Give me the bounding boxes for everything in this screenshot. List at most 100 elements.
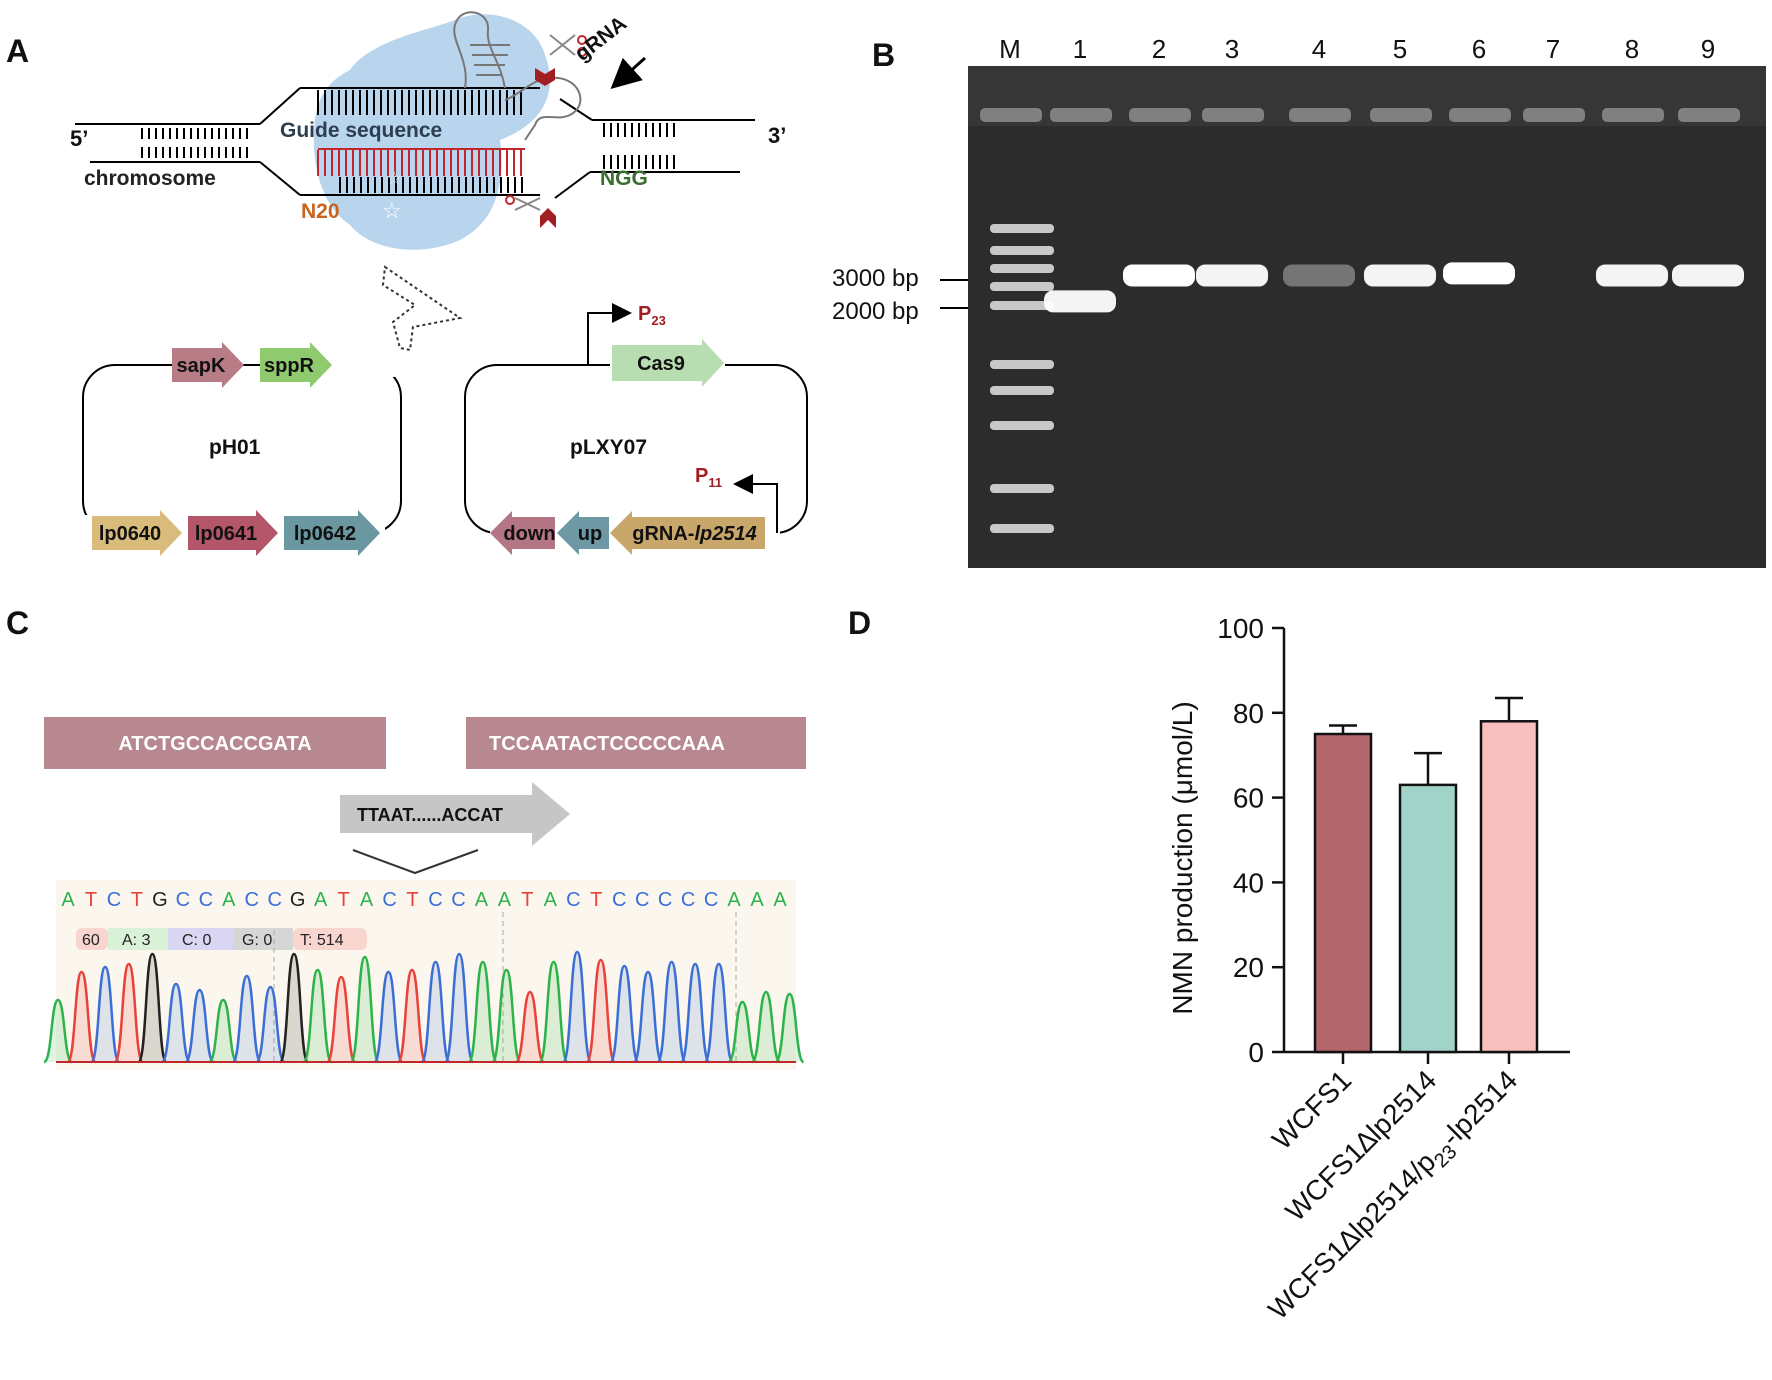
base-call: C — [658, 889, 672, 911]
chart-bars — [1313, 696, 1539, 1054]
panel-label-b: B — [872, 37, 895, 73]
gene-sapk-arrow — [172, 342, 244, 388]
grna-label: gRNA — [571, 12, 631, 66]
base-call: A — [475, 889, 489, 911]
gene-lp0642-arrow — [284, 510, 380, 556]
y-tick-label: 40 — [1233, 867, 1264, 898]
dna-base-pairs-left — [141, 128, 248, 158]
base-call: C — [681, 889, 695, 911]
gene-down-label: down — [503, 523, 555, 545]
base-call: A — [727, 889, 741, 911]
gel-image — [968, 66, 1766, 568]
grna-scaffold — [453, 11, 582, 141]
chromatogram-peak — [66, 970, 97, 1064]
gene-cas9-label: Cas9 — [637, 353, 685, 375]
dna-right-duplex — [554, 98, 755, 199]
gene-sppr-label: sppR — [264, 355, 315, 377]
gene-up-label: up — [578, 523, 602, 545]
ladder-band — [990, 484, 1054, 493]
chromatogram-peak — [420, 960, 451, 1064]
lane-label-7: 7 — [1546, 34, 1560, 64]
y-tick-label: 80 — [1233, 698, 1264, 729]
chromatogram-peaks — [42, 950, 805, 1064]
info-position: 60 — [82, 932, 100, 949]
bar-2 — [1479, 720, 1539, 1054]
chromatogram-peak — [750, 990, 782, 1064]
star-icon-faint: ☆ — [386, 168, 402, 188]
bar-0 — [1313, 732, 1373, 1054]
guide-rna-base-pairs — [317, 150, 522, 176]
base-call: A — [750, 889, 764, 911]
chromatogram-info-bar: 60 A: 3 C: 0 G: 0 T: 514 — [76, 928, 367, 950]
chromatogram-peak — [137, 952, 168, 1064]
gene-grna-lp2514-label: gRNA-lp2514 — [632, 523, 756, 545]
base-call: A — [61, 889, 75, 911]
chromatogram-peak — [89, 965, 121, 1064]
chromatogram-peak — [467, 960, 499, 1064]
marker-2000-label: 2000 bp — [832, 298, 919, 325]
base-call: C — [635, 889, 649, 911]
base-call: C — [199, 889, 213, 911]
chromatogram-peak — [585, 958, 617, 1064]
chromatogram-peak — [396, 968, 428, 1064]
panel-label-c: C — [6, 605, 29, 641]
lane-label-3: 3 — [1225, 34, 1239, 64]
x-tick-label: WCFS1∆lp2514 — [1279, 1064, 1442, 1227]
chromatogram-peak — [349, 955, 381, 1064]
chromatogram-peak — [703, 962, 735, 1064]
gene-lp0640-arrow — [92, 510, 182, 556]
gel-well — [980, 108, 1042, 122]
n20-label: N20 — [301, 200, 340, 223]
gel-band-lane-8 — [1596, 264, 1668, 287]
ladder-band — [990, 246, 1054, 255]
lane-label-5: 5 — [1393, 34, 1407, 64]
left-flank-sequence: ATCTGCCACCGATA — [118, 733, 311, 755]
base-call: C — [382, 889, 396, 911]
gene-cas9-arrow — [612, 339, 724, 387]
gene-down-arrow — [490, 511, 555, 555]
gene-grna-lp2514-arrow — [610, 511, 765, 555]
cut-site-marker-bottom — [540, 208, 556, 228]
plasmid-plxy07-name: pLXY07 — [570, 436, 647, 459]
scissors-icon-bottom — [505, 195, 541, 211]
chromatogram-peak — [514, 990, 546, 1064]
gel-band-lane-2 — [1123, 264, 1195, 287]
gel-well — [1289, 108, 1351, 122]
gel-well — [1370, 108, 1432, 122]
chromatogram-peak — [231, 974, 263, 1064]
base-call: G — [290, 889, 306, 911]
gene-up-arrow — [557, 511, 609, 555]
chromatogram-peak — [42, 998, 74, 1064]
base-call: A — [544, 889, 558, 911]
plasmid-ph01-name: pH01 — [209, 436, 261, 459]
gel-band-lane-4 — [1283, 264, 1355, 287]
gene-lp0640-label: lp0640 — [99, 523, 161, 545]
base-call: A — [773, 889, 787, 911]
ngg-label: NGG — [600, 167, 648, 190]
panel-c: C ATCTGCCACCGATA TCCAATACTCCCCCAAA TTAAT… — [6, 605, 806, 1070]
ladder-band — [990, 421, 1054, 430]
deleted-insert-label: TTAAT......ACCAT — [357, 805, 503, 825]
bar-1 — [1398, 783, 1458, 1054]
chromatogram-peak — [538, 960, 569, 1064]
ladder-band — [990, 224, 1054, 233]
right-flank-sequence: TCCAATACTCCCCCAAA — [489, 733, 725, 755]
chromatogram-peak — [491, 968, 522, 1064]
chromatogram-peak — [774, 992, 805, 1064]
chromatogram-peak — [113, 962, 145, 1064]
base-call: C — [245, 889, 259, 911]
base-call: C — [566, 889, 580, 911]
base-call: A — [360, 889, 374, 911]
gel-well — [1523, 108, 1585, 122]
gel-well — [1602, 108, 1664, 122]
ladder-band — [990, 360, 1054, 369]
chromatogram-peak — [561, 950, 593, 1064]
gene-sapk-label: sapK — [177, 355, 226, 377]
base-call: C — [704, 889, 718, 911]
deletion-junction-lines — [352, 849, 479, 875]
star-icon: ☆ — [382, 198, 402, 223]
base-call: G — [152, 889, 168, 911]
